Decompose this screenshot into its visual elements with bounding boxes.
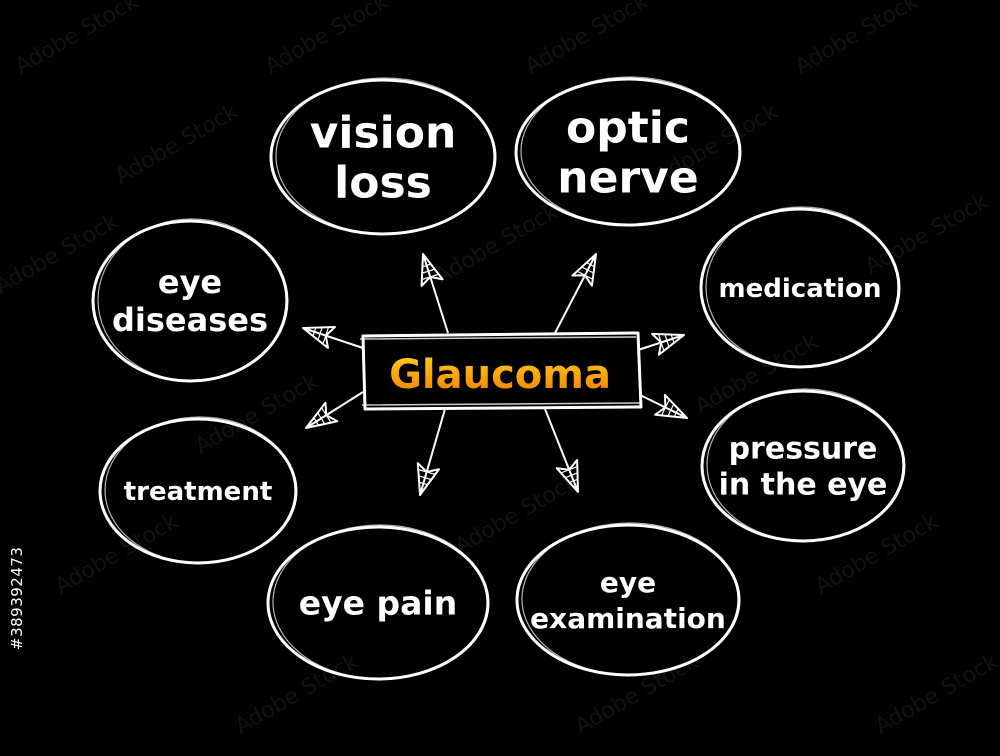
arrow-to-vision-loss: [420, 253, 449, 334]
node-label: eye: [158, 263, 222, 301]
watermark-text: Adobe Stock: [431, 199, 563, 290]
arrowhead-hatch: [561, 466, 578, 488]
node-label: nerve: [557, 152, 698, 203]
arrow-shaft: [554, 253, 597, 334]
arrow-to-eye-diseases: [302, 326, 364, 349]
node-label: loss: [334, 157, 432, 208]
node-ellipse-sketch: [272, 524, 488, 680]
node-label: in the eye: [719, 468, 888, 503]
arrowhead-hatch: [658, 334, 680, 351]
watermark-text: Adobe Stock: [791, 0, 923, 80]
node-eye-pain: eye pain: [266, 524, 490, 681]
watermark-text: Adobe Stock: [861, 189, 993, 280]
watermark-text: Adobe Stock: [261, 0, 393, 80]
watermark-text: Adobe Stock: [191, 369, 323, 460]
node-ellipse-sketch: [520, 76, 740, 226]
watermark-text: Adobe Stock: [691, 329, 823, 420]
node-ellipse-sketch: [104, 416, 296, 564]
center-node: Glaucoma: [359, 331, 643, 411]
node-label: medication: [719, 274, 882, 304]
arrowhead-hatch: [307, 327, 329, 344]
node-ellipse-sketch: [275, 77, 495, 235]
arrow-shaft: [544, 408, 579, 493]
arrow-shaft: [419, 408, 446, 496]
watermark-text: Adobe Stock: [231, 649, 363, 740]
arrow-to-medication: [637, 332, 685, 356]
watermark-text: Adobe Stock: [521, 0, 653, 80]
node-ellipse-sketch: [521, 522, 739, 676]
node-label: examination: [530, 602, 726, 635]
watermark-text: Adobe Stock: [811, 509, 943, 600]
node-medication: medication: [699, 206, 901, 369]
connector-layer: [302, 253, 688, 496]
center-title: Glaucoma: [389, 352, 611, 398]
arrowhead-hatch: [661, 400, 684, 418]
watermark-text: Adobe Stock: [51, 509, 183, 600]
arrow-to-pressure-in-the-eye: [639, 393, 688, 419]
watermark-text: Adobe Stock: [871, 649, 1000, 740]
watermark-text: Adobe Stock: [571, 649, 703, 740]
node-ellipse-sketch: [706, 388, 904, 542]
node-treatment: treatment: [98, 416, 298, 565]
arrow-shaft: [422, 253, 449, 334]
watermark-text: Adobe Stock: [11, 0, 143, 80]
node-label: pressure: [729, 432, 878, 467]
arrow-to-optic-nerve: [554, 253, 597, 334]
arrow-shaft: [302, 327, 364, 349]
arrowhead-hatch: [577, 257, 596, 280]
arrow-to-treatment: [305, 391, 364, 429]
node-label: eye pain: [299, 584, 457, 623]
arrowhead-hatch: [422, 258, 438, 280]
arrow-shaft: [639, 394, 688, 419]
arrowhead-hatch: [418, 469, 435, 491]
arrow-to-eye-examination: [544, 408, 579, 493]
node-label: eye: [600, 566, 656, 599]
node-label: treatment: [124, 477, 273, 507]
watermark-text: Adobe Stock: [111, 99, 243, 190]
node-ellipse-sketch: [705, 206, 899, 368]
arrow-shaft: [305, 391, 364, 429]
node-label: diseases: [112, 301, 268, 339]
node-label: vision: [310, 107, 457, 158]
node-ellipse-sketch: [97, 218, 287, 382]
center-box-sketch-line: [359, 336, 641, 406]
node-label: optic: [566, 102, 690, 153]
arrowhead-hatch: [309, 408, 332, 427]
stock-id-label: #389392473: [8, 546, 26, 650]
watermark-text: Adobe Stock: [0, 209, 123, 300]
arrow-to-eye-pain: [416, 408, 446, 496]
center-box: [361, 331, 643, 411]
watermark-text: Adobe Stock: [451, 469, 583, 560]
node-layer: visionlossopticnerveeyediseasesmedicatio…: [91, 76, 906, 681]
